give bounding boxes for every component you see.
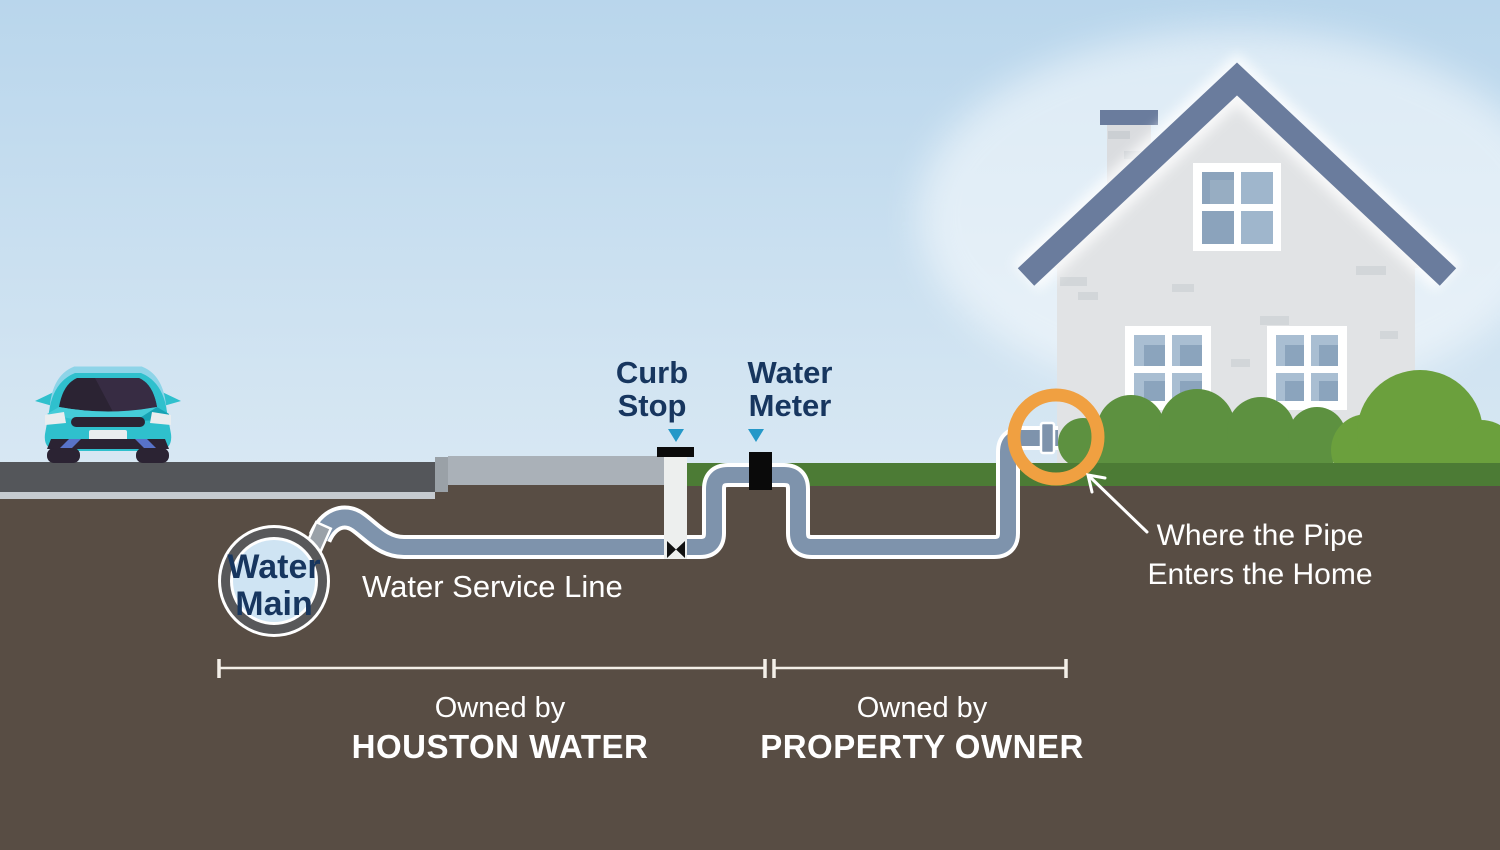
ownership-left-prefix: Owned by: [434, 692, 566, 724]
roof: [1017, 62, 1457, 286]
ownership-right-prefix: Owned by: [856, 692, 988, 724]
right-window: [1267, 326, 1347, 410]
pipe-coupling: [1039, 421, 1056, 455]
water-meter-box: [749, 452, 772, 490]
pipe-body: [312, 430, 1058, 555]
ownership-bracket-left: [217, 659, 767, 678]
road: [0, 462, 435, 492]
car-icon: [35, 366, 181, 463]
water-meter-label: Water Meter: [747, 355, 833, 423]
highlight-ring-icon: [1007, 388, 1105, 486]
curb-stop-icon: [657, 447, 694, 559]
water-main-label: Water Main: [227, 548, 321, 623]
sidewalk: [448, 456, 665, 485]
water-meter-pointer-icon: [748, 429, 764, 442]
curb-stop-pointer-icon: [668, 429, 684, 442]
curb-step: [435, 457, 448, 492]
gable-window: [1193, 163, 1281, 251]
valve-bowtie-icon: [667, 541, 685, 558]
ownership-right-owner: PROPERTY OWNER: [760, 728, 1084, 765]
road-curb-edge: [0, 492, 435, 499]
pipe-entry-label: Where the Pipe Enters the Home: [1147, 519, 1373, 591]
ownership-right: Owned by PROPERTY OWNER: [752, 691, 1092, 767]
curb-stop-label: Curb Stop: [615, 355, 689, 423]
water-main-icon: [218, 525, 330, 637]
entry-arrow-icon: [1086, 473, 1149, 534]
ownership-bracket-right: [772, 659, 1068, 678]
ownership-left: Owned by HOUSTON WATER: [330, 691, 670, 767]
water-service-line-label: Water Service Line: [362, 569, 623, 604]
ownership-left-owner: HOUSTON WATER: [351, 728, 649, 765]
